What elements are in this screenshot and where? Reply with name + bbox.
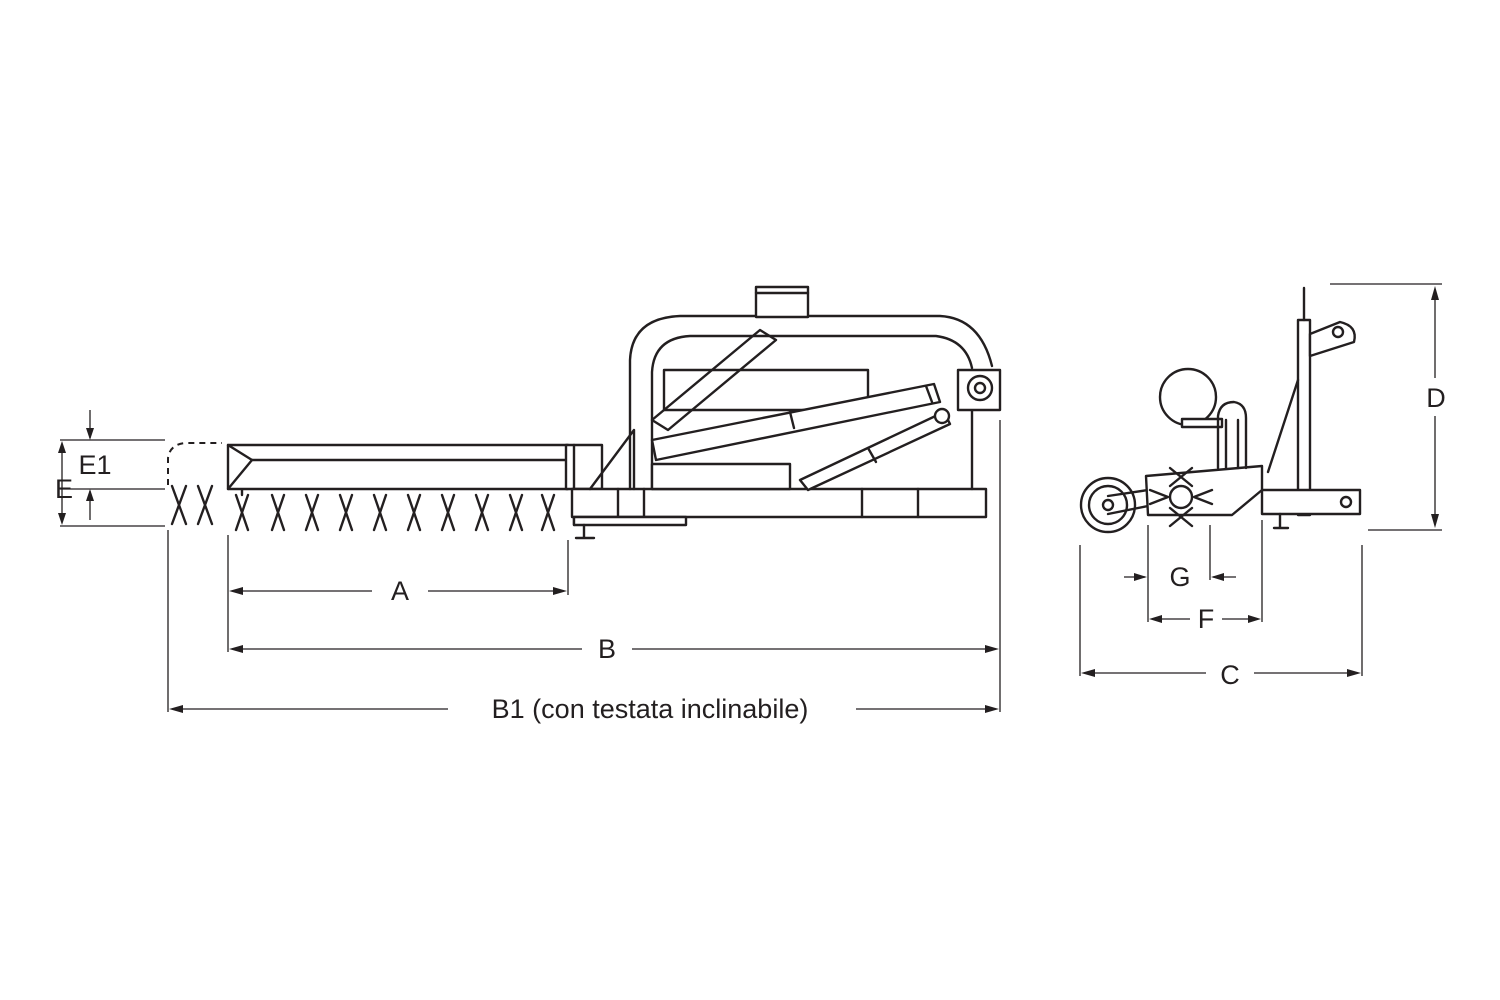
gearbox-top <box>1158 367 1218 427</box>
label-b: B <box>598 634 616 664</box>
hydraulic-cylinder-bottom <box>798 410 952 492</box>
label-e1: E1 <box>78 450 111 480</box>
gearbox <box>754 285 810 319</box>
front-dimensions <box>1079 283 1442 677</box>
label-g: G <box>1169 562 1190 592</box>
hydraulic-cylinder-top <box>650 382 942 462</box>
cutter-bar <box>226 443 570 491</box>
side-view <box>167 285 1002 540</box>
front-view <box>1079 286 1362 534</box>
tilted-head-outline <box>167 442 222 485</box>
cutter-head <box>1144 464 1264 517</box>
label-b1: B1 (con testata inclinabile) <box>492 694 809 724</box>
label-a: A <box>391 576 409 606</box>
label-d: D <box>1426 383 1446 413</box>
cutter-teeth <box>170 484 556 532</box>
side-dimensions <box>58 410 1001 713</box>
label-e: E <box>55 474 73 504</box>
base-frame <box>1260 488 1362 516</box>
main-beam <box>570 487 988 519</box>
arch-frame <box>628 314 994 491</box>
label-f: F <box>1198 604 1215 634</box>
label-c: C <box>1220 660 1240 690</box>
frame-block <box>564 443 604 491</box>
mast <box>1296 318 1312 517</box>
